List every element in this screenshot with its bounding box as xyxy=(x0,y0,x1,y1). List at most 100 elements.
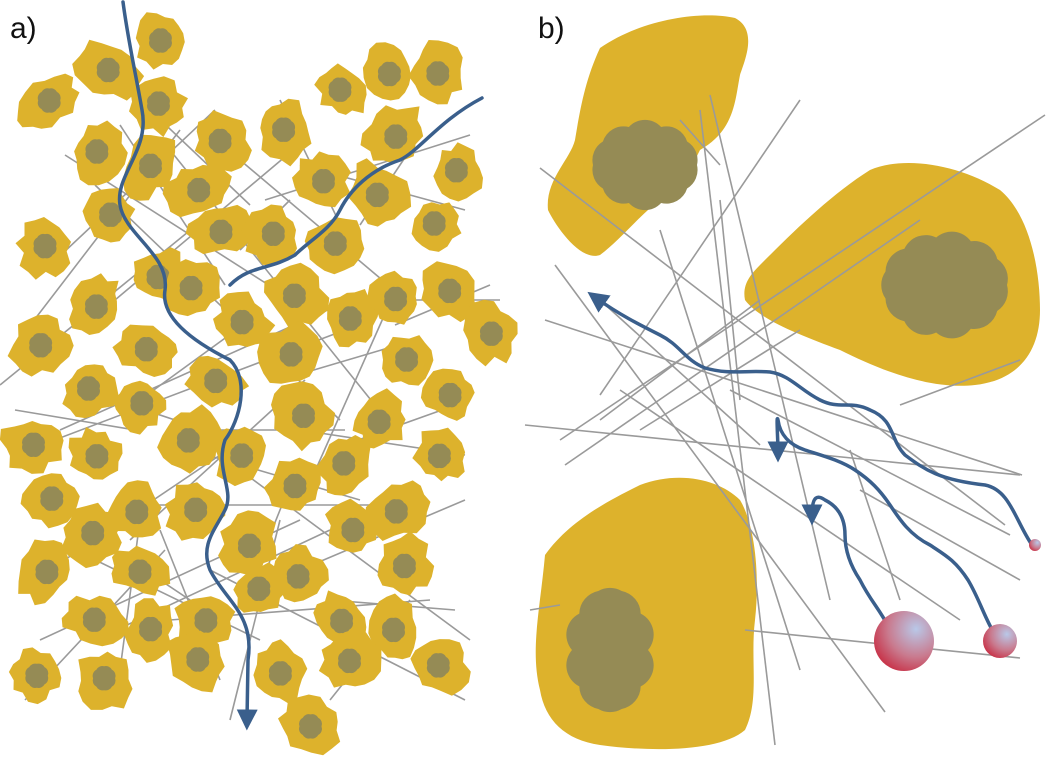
panel-b-fiber xyxy=(699,109,776,746)
panel-a-nucleus xyxy=(426,653,450,678)
panel-a-nucleus xyxy=(283,473,307,499)
panel-a-nucleus xyxy=(230,443,254,468)
panel-a-nucleus xyxy=(299,714,322,739)
panel-a-nucleus xyxy=(286,564,310,589)
panel-b-fiber xyxy=(619,389,961,621)
panel-b-nucleus xyxy=(592,119,698,211)
panel-b-fiber xyxy=(599,299,761,421)
panel-a-nucleus xyxy=(29,333,53,358)
panel-a-cells xyxy=(0,12,518,756)
panel-a-fiber xyxy=(14,409,136,431)
panel-b-fiber xyxy=(679,119,721,166)
panel-b-label: b) xyxy=(538,12,565,45)
panel-a-nucleus xyxy=(25,663,49,689)
panel-a-nucleus xyxy=(338,648,361,674)
panel-b-fiber xyxy=(559,114,1046,441)
panel-b-fiber xyxy=(599,299,761,446)
panel-a-nucleus xyxy=(365,182,389,208)
panel-a-migration-path xyxy=(228,96,484,287)
panel-a-nucleus xyxy=(341,517,365,543)
panel-b-migration-paths xyxy=(587,291,1034,642)
panel-a xyxy=(0,0,518,756)
panel-b-fiber xyxy=(564,219,921,466)
panel-a-nucleus xyxy=(149,28,172,53)
panel-a-nucleus xyxy=(96,57,120,83)
panel-b-particle-small xyxy=(1029,539,1041,551)
panel-a-nucleus xyxy=(139,616,163,642)
panel-b-particle-large xyxy=(874,611,934,671)
panel-b-fiber xyxy=(544,319,1023,476)
panel-a-nucleus xyxy=(186,647,210,672)
panel-b-migration-path xyxy=(767,416,1000,642)
panel-a-nucleus xyxy=(237,533,261,559)
panel-a-nucleus xyxy=(384,286,408,312)
panel-b-nucleus xyxy=(881,231,1008,339)
panel-a-nucleus xyxy=(338,306,362,331)
panel-a-nucleus xyxy=(323,231,347,256)
panel-a-nucleus xyxy=(208,128,232,154)
panel-a-nucleus xyxy=(209,219,233,245)
panel-a-nucleus xyxy=(395,347,419,372)
panel-a-nucleus xyxy=(77,376,100,401)
panel-a-nucleus xyxy=(292,403,315,429)
panel-a-nucleus xyxy=(125,499,149,525)
panel-b-fiber xyxy=(659,229,801,671)
panel-a-nucleus xyxy=(85,444,109,469)
panel-a-migration-paths xyxy=(117,0,484,731)
panel-a-nucleus xyxy=(272,117,296,142)
panel-a-nucleus xyxy=(230,309,254,335)
panel-a-nucleus xyxy=(130,391,154,416)
panel-a-nucleus xyxy=(204,368,228,394)
panel-a-nucleus xyxy=(179,275,203,301)
panel-a-nucleus xyxy=(427,443,451,469)
panel-a-nucleus xyxy=(367,409,391,435)
panel-a-nucleus xyxy=(92,665,116,691)
panel-a-nucleus xyxy=(139,153,162,179)
panel-a-nucleus xyxy=(37,88,61,113)
panel-a-nucleus xyxy=(84,294,108,319)
panel-a-nucleus xyxy=(438,278,462,304)
panel-a-nucleus xyxy=(176,428,200,453)
panel-b-fiber xyxy=(639,329,801,431)
panel-b-fiber xyxy=(859,489,1021,581)
panel-b xyxy=(524,15,1046,750)
panel-a-nucleus xyxy=(128,559,152,584)
panel-b-fiber xyxy=(899,359,1021,406)
panel-b-migration-path xyxy=(587,291,1034,547)
panel-a-nucleus xyxy=(22,432,45,458)
panel-a-nucleus xyxy=(82,607,106,632)
panel-a-nucleus xyxy=(147,91,170,116)
panel-a-nucleus xyxy=(279,342,303,367)
panel-b-migration-path xyxy=(801,495,890,628)
panel-a-nucleus xyxy=(384,124,408,149)
panel-a-nucleus xyxy=(384,499,408,524)
panel-a-nucleus xyxy=(328,77,352,102)
panel-a-nucleus xyxy=(479,321,503,346)
panel-a-migration-path xyxy=(117,0,258,731)
panel-b-fiber xyxy=(719,199,741,401)
panel-a-nucleus xyxy=(85,139,109,164)
panel-a-nucleus xyxy=(99,202,123,227)
panel-a-nucleus xyxy=(187,177,211,203)
panel-b-particle-medium xyxy=(983,624,1017,658)
panel-b-fiber xyxy=(554,264,886,713)
panel-a-nucleus xyxy=(312,168,335,194)
panel-a-nucleus xyxy=(40,486,64,511)
panel-a-nucleus xyxy=(438,382,462,408)
panel-a-nucleus xyxy=(282,283,306,309)
panel-b-cells xyxy=(535,15,1040,750)
panel-a-nucleus xyxy=(194,608,218,633)
panel-a-nucleus xyxy=(184,497,208,523)
panel-a-nucleus xyxy=(426,61,450,86)
panel-a-nucleus xyxy=(392,553,416,579)
panel-a-label: a) xyxy=(10,12,37,45)
panel-a-nucleus xyxy=(35,559,59,585)
panel-a-nucleus xyxy=(422,211,446,236)
panel-a-nucleus xyxy=(261,221,285,247)
panel-a-nucleus xyxy=(332,451,356,476)
panel-a-nucleus xyxy=(382,617,405,643)
panel-a-fiber xyxy=(119,519,141,671)
panel-b-fiber xyxy=(729,389,1011,536)
